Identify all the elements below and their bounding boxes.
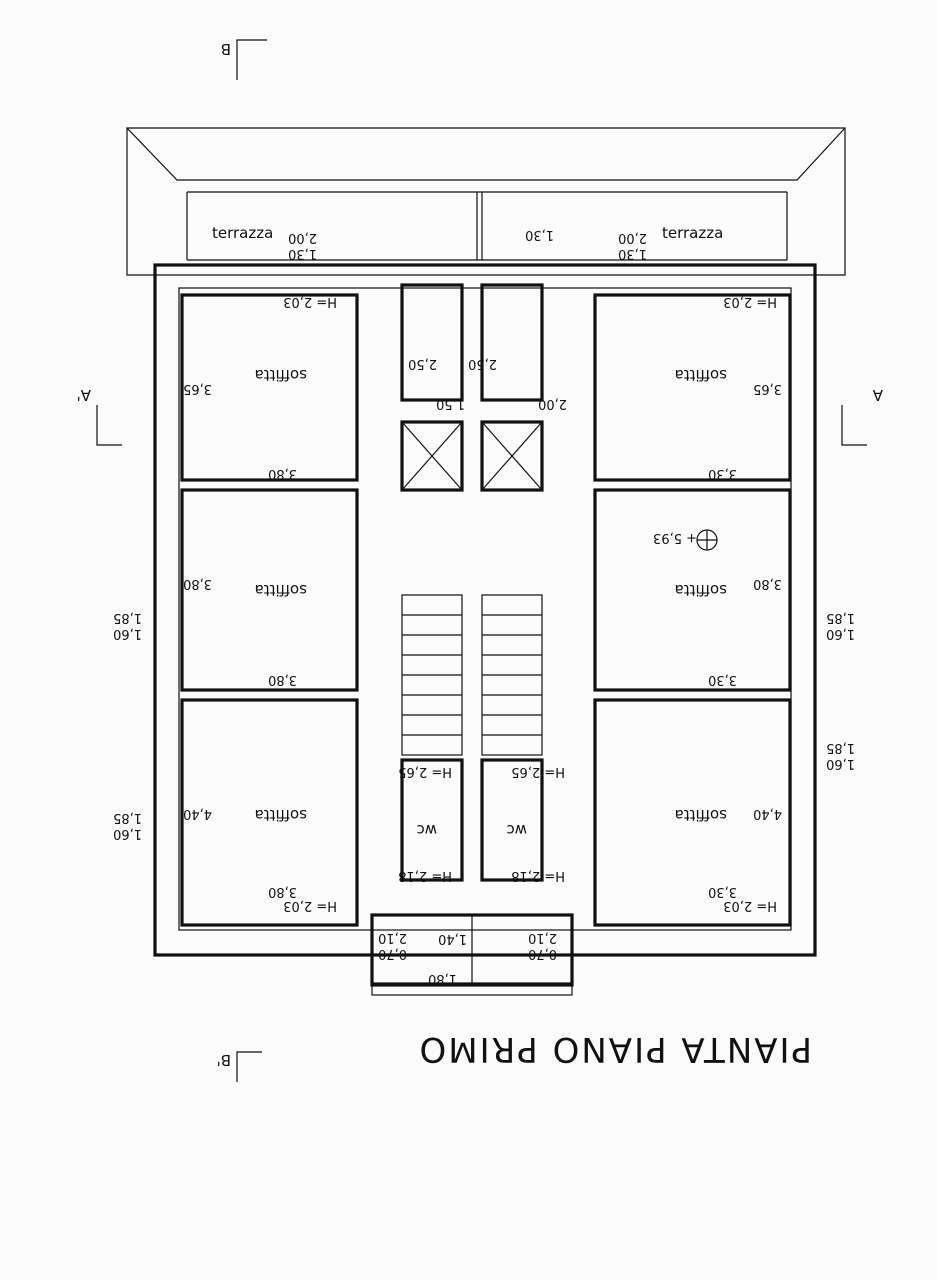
- room-label-soffitta: soffitta: [675, 806, 727, 824]
- dimension-label: 0,70: [528, 946, 557, 961]
- section-mark-b: B: [221, 39, 267, 80]
- height-label: H= 2,18: [398, 868, 452, 883]
- entrance-block: [370, 913, 574, 996]
- height-label: H= 2,03: [723, 898, 777, 913]
- dimension-label: 2,50: [468, 356, 497, 371]
- dimension-label: 1,40: [438, 931, 467, 946]
- room-label-soffitta: soffitta: [675, 581, 727, 599]
- dimension-label: 3,80: [268, 672, 297, 687]
- dimension-label: 4,40: [753, 806, 782, 821]
- rooms-left-column: [593, 293, 792, 927]
- dimension-label: 4,40: [183, 806, 212, 821]
- stair-core-right: [400, 283, 464, 882]
- dimension-label: 1,50: [436, 396, 465, 411]
- dimension-label: 0,70: [378, 946, 407, 961]
- elevation-marker: + 5,93: [653, 529, 718, 551]
- svg-text:A': A': [77, 386, 91, 404]
- height-label: H= 2,03: [723, 294, 777, 309]
- dimension-label: 2,10: [378, 930, 407, 945]
- dimension-label: 1,30: [288, 246, 317, 261]
- section-mark-a: A: [841, 386, 883, 446]
- height-label: H= 2,65: [398, 764, 452, 779]
- dimension-label: 1,30: [618, 246, 647, 261]
- section-mark-a-prime: A': [77, 386, 122, 446]
- dimension-label: 3,80: [753, 576, 782, 591]
- dimension-label: 2,00: [288, 230, 317, 245]
- dimension-label: 3,30: [708, 884, 737, 899]
- dimension-label: 3,80: [268, 466, 297, 481]
- room-label-soffitta: soffitta: [255, 806, 307, 824]
- height-label: H= 2,18: [511, 868, 565, 883]
- rooms-right-column: [180, 293, 359, 927]
- outer-wall: [153, 263, 817, 957]
- room-label-soffitta: soffitta: [255, 366, 307, 384]
- dimension-label: 1,60: [113, 826, 142, 841]
- dimension-label: 1,80: [428, 971, 457, 986]
- stair-core-left: [480, 283, 544, 882]
- dimension-label: 1,30: [525, 227, 554, 242]
- rotated-plan-group: PIANTA PIANO PRIMO B' B A A': [77, 39, 883, 1082]
- svg-text:A: A: [872, 386, 883, 404]
- wc-label: wc: [506, 821, 527, 839]
- svg-text:B': B': [217, 1051, 231, 1069]
- dimension-label: 3,65: [183, 381, 212, 396]
- room-label-soffitta: soffitta: [255, 581, 307, 599]
- height-label: H= 2,03: [283, 898, 337, 913]
- height-label: H= 2,65: [511, 764, 565, 779]
- wc-label: wc: [416, 821, 437, 839]
- dimension-label: 2,00: [618, 230, 647, 245]
- dimension-label: 2,00: [538, 396, 567, 411]
- dimension-label: 1,60: [113, 626, 142, 641]
- svg-text:B: B: [221, 40, 231, 58]
- dimension-label: 2,10: [528, 930, 557, 945]
- dimension-label: 3,65: [753, 381, 782, 396]
- dimension-label: 1,85: [113, 610, 142, 625]
- dimension-label: 1,60: [826, 756, 855, 771]
- section-mark-b-prime: B': [217, 1051, 262, 1082]
- dimension-label: 1,60: [826, 626, 855, 641]
- dimension-label: 3,80: [268, 884, 297, 899]
- dimension-label: 3,30: [708, 466, 737, 481]
- dimension-label: 1,85: [826, 740, 855, 755]
- dimension-label: 1,85: [826, 610, 855, 625]
- dimension-label: 2,50: [408, 356, 437, 371]
- svg-text:+ 5,93: + 5,93: [653, 530, 697, 545]
- dimension-label: 3,80: [183, 576, 212, 591]
- dimension-label: 1,85: [113, 810, 142, 825]
- plan-title: PIANTA PIANO PRIMO: [418, 1029, 812, 1069]
- terrace-label-left: terrazza: [212, 224, 273, 242]
- terrace: [126, 127, 846, 276]
- height-label: H= 2,03: [283, 294, 337, 309]
- terrace-label-right: terrazza: [662, 224, 723, 242]
- room-label-soffitta: soffitta: [675, 366, 727, 384]
- dimension-label: 3,30: [708, 672, 737, 687]
